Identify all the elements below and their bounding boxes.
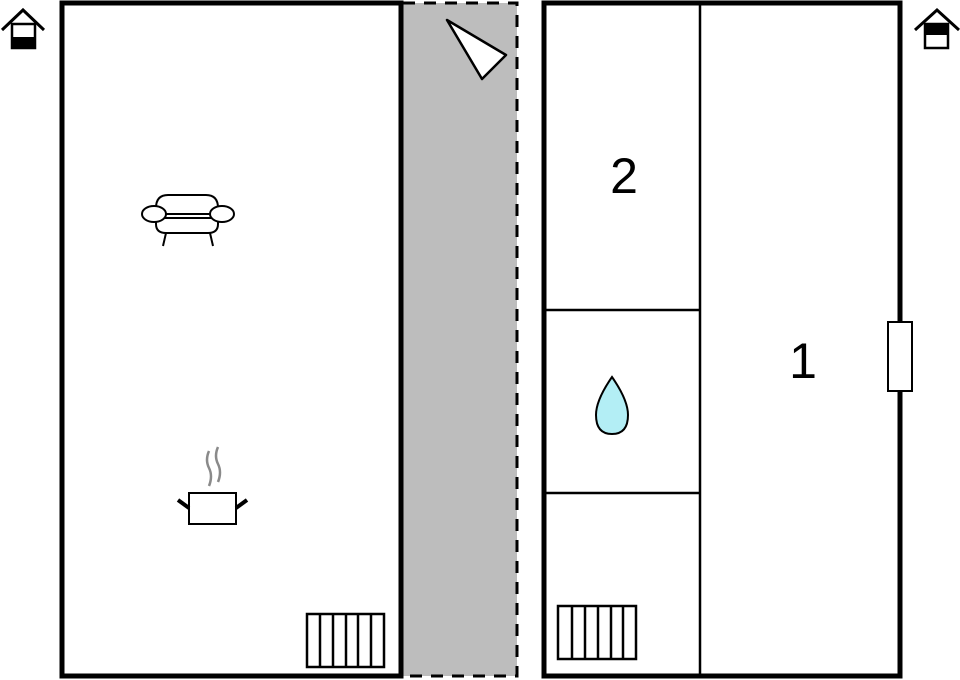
room-label-bedroom-2: 2 <box>610 148 638 204</box>
radiator-icon-living <box>305 612 386 669</box>
north-arrow-icon <box>445 18 508 81</box>
cooking-pot-icon <box>176 446 249 525</box>
radiator-icon-utility <box>556 604 638 661</box>
room-label-bedroom-1: 1 <box>789 333 817 389</box>
house-level-icon-left <box>0 7 46 50</box>
room-block-right <box>541 0 903 679</box>
window-icon <box>887 321 913 392</box>
house-level-icon-right <box>913 7 960 50</box>
balcony <box>403 1 519 678</box>
sofa-icon <box>141 194 235 247</box>
water-drop-icon <box>594 375 630 436</box>
room-living-kitchen <box>59 0 404 679</box>
